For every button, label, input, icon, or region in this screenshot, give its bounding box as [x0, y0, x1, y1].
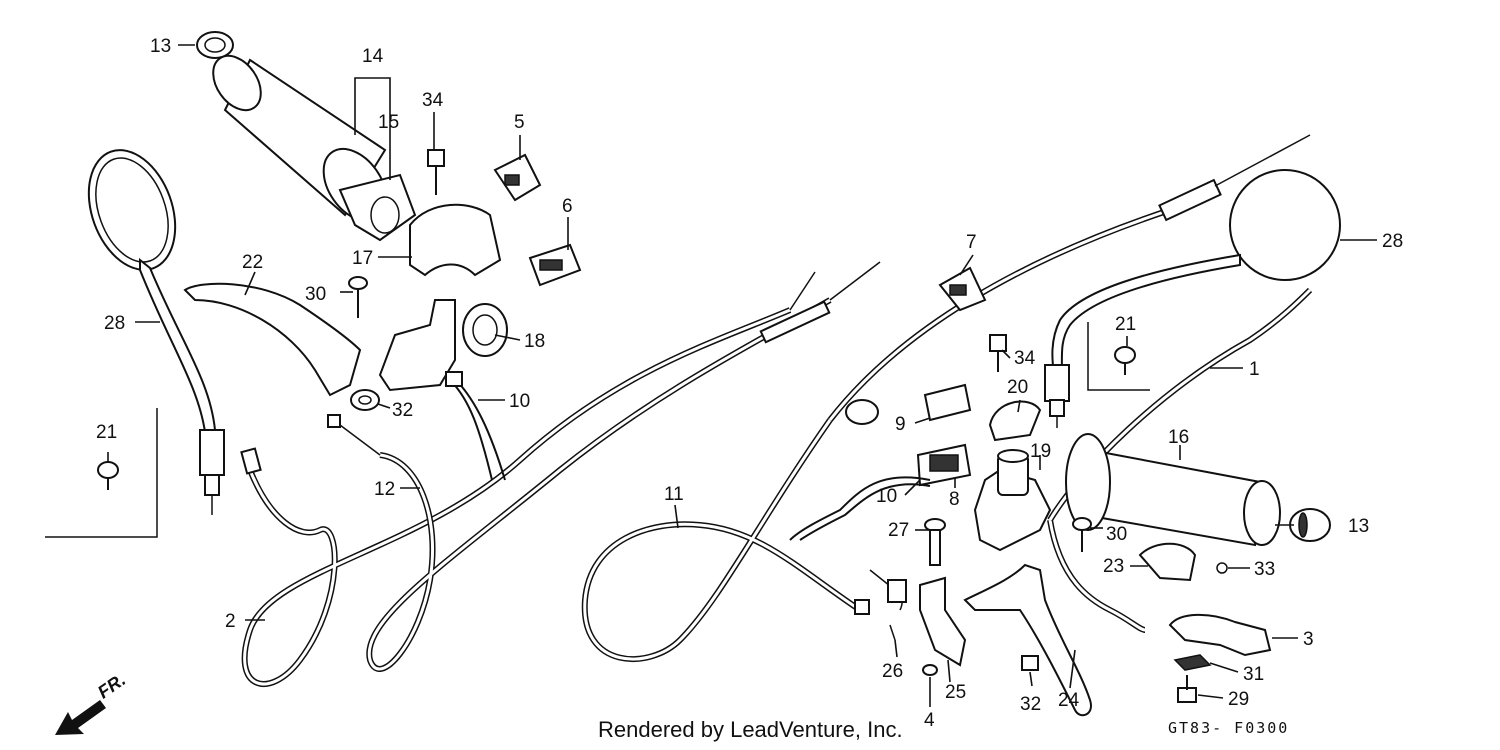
- throttle-housing: [378, 299, 508, 392]
- clutch-lever-left: [183, 282, 362, 397]
- callout-29: 29: [1228, 689, 1249, 710]
- switch-8: [916, 443, 972, 487]
- cable-throttle-12: [327, 261, 881, 672]
- callout-21-left: 21: [96, 422, 117, 443]
- bracket-25: [919, 576, 967, 667]
- callout-32-right: 32: [1020, 694, 1041, 715]
- spring-26: [869, 569, 907, 641]
- mirror-right: [1044, 169, 1341, 428]
- callout-4: 4: [924, 710, 935, 731]
- callout-18: 18: [524, 331, 545, 352]
- clamp-20: [988, 400, 1042, 442]
- wire-10-left: [445, 371, 506, 481]
- callout-23: 23: [1103, 556, 1124, 577]
- callout-20: 20: [1007, 377, 1028, 398]
- callout-6: 6: [562, 196, 573, 217]
- bolt-34-left: [427, 149, 445, 195]
- callout-34-right: 34: [1014, 348, 1036, 369]
- callout-2: 2: [225, 611, 236, 632]
- callout-21-right: 21: [1115, 314, 1136, 335]
- brake-lever-24: [963, 563, 1092, 717]
- callout-34-left: 34: [422, 90, 444, 111]
- bolt-27: [924, 518, 946, 566]
- grip-end-cap-right: [1289, 508, 1331, 542]
- cap-21-right: [1114, 346, 1136, 375]
- washer-4: [922, 664, 938, 676]
- cable-clutch-left: [240, 271, 816, 687]
- callout-13-right: 13: [1348, 516, 1369, 537]
- callout-33: 33: [1254, 559, 1275, 580]
- switch-7: [938, 266, 987, 312]
- callout-7: 7: [966, 232, 977, 253]
- front-direction-arrow-icon: [55, 700, 106, 735]
- callout-11: 11: [664, 484, 684, 505]
- cap-21-left: [97, 461, 119, 490]
- leader-lines: [107, 44, 1377, 707]
- callout-16: 16: [1168, 427, 1189, 448]
- callout-12: 12: [374, 479, 395, 500]
- callout-30-left: 30: [305, 284, 326, 305]
- wire-10-right: [789, 476, 931, 541]
- callout-1: 1: [1249, 359, 1260, 380]
- brake-lever-bracket-19: [973, 449, 1052, 552]
- grip-left: [212, 54, 417, 242]
- callout-15: 15: [378, 112, 399, 133]
- bolt-34-right: [989, 334, 1007, 372]
- callout-19: 19: [1030, 441, 1051, 462]
- nut-31: [1173, 654, 1212, 671]
- mirror-left: [87, 149, 225, 515]
- adjuster-lever-3: [1168, 613, 1272, 657]
- callout-26: 26: [882, 661, 903, 682]
- bolt-30-right: [1072, 517, 1092, 552]
- render-credit: Rendered by LeadVenture, Inc.: [598, 717, 903, 742]
- callout-28-left: 28: [104, 313, 125, 334]
- bolt-30-left: [348, 276, 368, 318]
- callout-32-left: 32: [392, 400, 413, 421]
- callout-5: 5: [514, 112, 525, 133]
- switch-5: [493, 153, 542, 202]
- callout-27: 27: [888, 520, 909, 541]
- grip-right: [1065, 433, 1281, 547]
- reference-lines: [45, 322, 1150, 538]
- callout-9: 9: [895, 414, 906, 435]
- callout-10-left: 10: [509, 391, 530, 412]
- callouts: 13 14 15 34 5 6 17 22 30 28 18 32 10 21 …: [96, 36, 1403, 731]
- cover-23: [1138, 542, 1197, 582]
- clip-33: [1216, 562, 1228, 574]
- throttle-housing-cover: [409, 203, 502, 277]
- nut-32-left: [350, 389, 380, 411]
- callout-8: 8: [949, 489, 960, 510]
- callout-14: 14: [362, 46, 384, 67]
- callout-13-left: 13: [150, 36, 171, 57]
- callout-31: 31: [1243, 664, 1264, 685]
- switch-6: [528, 243, 582, 287]
- callout-10-right: 10: [876, 486, 897, 507]
- callout-17: 17: [352, 248, 373, 269]
- callout-24: 24: [1058, 690, 1080, 711]
- callout-30-right: 30: [1106, 524, 1127, 545]
- grip-end-cap-left: [196, 31, 234, 59]
- callout-3: 3: [1303, 629, 1314, 650]
- bolt-29: [1177, 675, 1197, 703]
- nut-32-right: [1021, 655, 1039, 671]
- callout-22: 22: [242, 252, 263, 273]
- callout-28-right: 28: [1382, 231, 1403, 252]
- callout-25: 25: [945, 682, 966, 703]
- switch-9: [923, 383, 972, 422]
- diagram-code: GT83- F0300: [1168, 719, 1290, 737]
